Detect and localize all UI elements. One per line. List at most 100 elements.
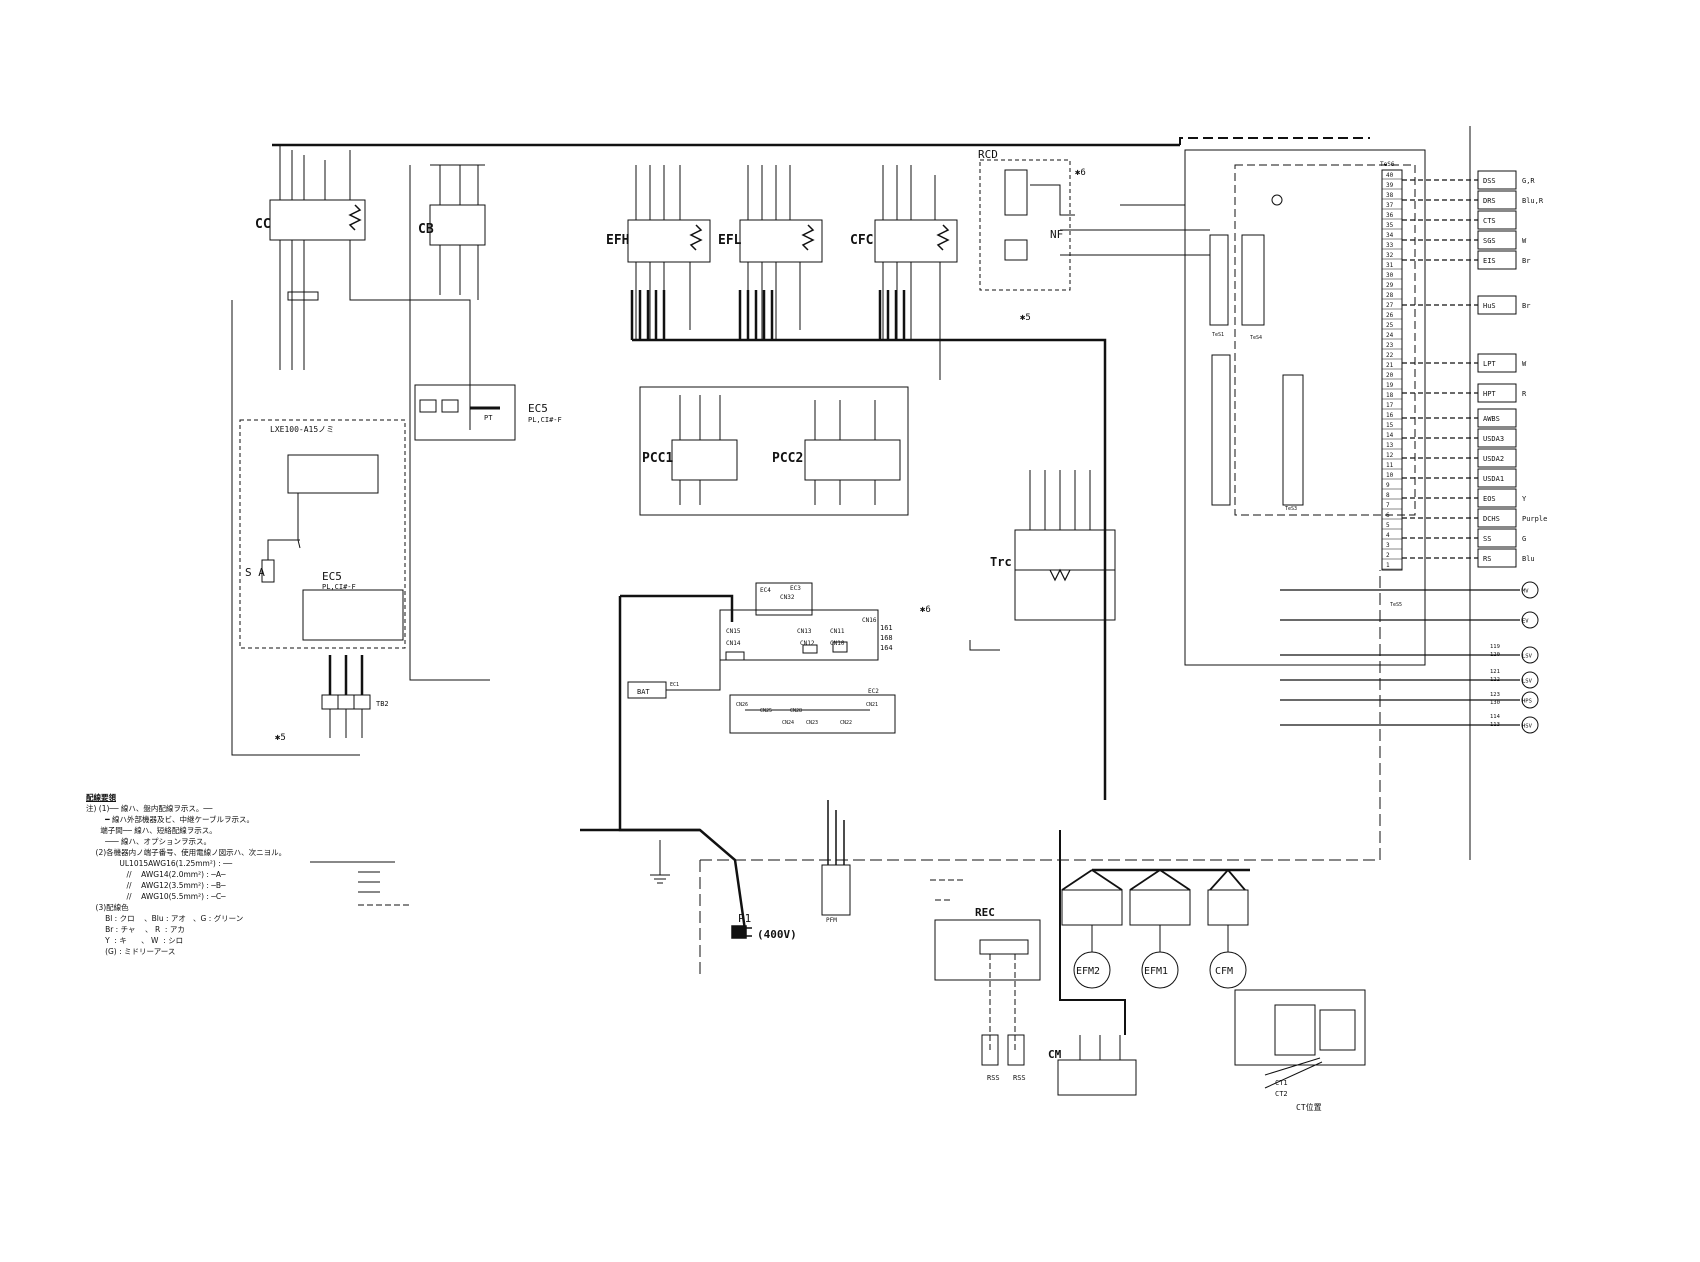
ec1-label: EC1 xyxy=(670,682,679,688)
tes6-terminal-number: 24 xyxy=(1386,332,1394,339)
sensor-box xyxy=(1477,508,1517,528)
cn21-label: CN21 xyxy=(866,702,878,708)
cn11-label: CN11 xyxy=(830,628,845,635)
valve-symbol xyxy=(1521,716,1539,734)
notes-line: // AWG10(5.5mm²) : ─C─ xyxy=(86,892,226,901)
sensor-box xyxy=(1477,488,1517,508)
tes6-terminal-number: 16 xyxy=(1386,412,1394,419)
cn32-label: CN32 xyxy=(780,594,795,601)
tes6-terminal-number: 35 xyxy=(1386,222,1394,229)
notes-line: // AWG14(2.0mm²) : ─A─ xyxy=(86,870,226,879)
tes6-terminal-number: 21 xyxy=(1386,362,1394,369)
valve-wire-number: 130 xyxy=(1490,700,1500,706)
sensor-wire-color: Br xyxy=(1522,257,1530,265)
sensor-label: EIS xyxy=(1483,257,1496,265)
rec-box xyxy=(930,879,1041,1066)
n161-label: 161 xyxy=(880,624,893,632)
tes6-terminal-number: 27 xyxy=(1386,302,1394,309)
sensor-wire-color: R xyxy=(1522,390,1527,398)
sensor-wire-color: Purple xyxy=(1522,515,1547,523)
tes6-terminal-number: 15 xyxy=(1386,422,1394,429)
p1-voltage: (400V) xyxy=(757,928,797,941)
sensor-box xyxy=(1477,383,1517,403)
efm2-label: EFM2 xyxy=(1076,966,1100,977)
notes-line: Br : チャ 、 R : アカ xyxy=(86,925,185,934)
sa-label: S A xyxy=(245,566,265,579)
tes6-terminal-number: 38 xyxy=(1386,192,1394,199)
n164-label: 164 xyxy=(880,644,893,652)
sensor-label: CTS xyxy=(1483,217,1496,225)
sensor-label: DRS xyxy=(1483,197,1496,205)
ec2-label: EC2 xyxy=(868,688,879,695)
tes6-terminal-number: 8 xyxy=(1386,492,1390,499)
dashed-frame xyxy=(699,570,1381,975)
tes6-terminal-number: 19 xyxy=(1386,382,1394,389)
tes6-terminal-number: 32 xyxy=(1386,252,1394,259)
valve-label: HPS xyxy=(1522,699,1532,705)
sensor-label: EOS xyxy=(1483,495,1496,503)
tes6-terminal-number: 10 xyxy=(1386,472,1394,479)
pcc2-label: PCC2 xyxy=(772,451,803,466)
notes-line: UL1015AWG16(1.25mm²) : ── xyxy=(86,859,233,868)
tes6-terminal-number: 12 xyxy=(1386,452,1394,459)
star6-marker-ec: ✱6 xyxy=(920,605,931,615)
sensor-box xyxy=(1477,448,1517,468)
valve-wire-number: 114 xyxy=(1490,714,1501,720)
notes-line: (G) : ミドリーアース xyxy=(86,947,176,956)
sensor-box xyxy=(1477,210,1517,230)
sensor-label: DSS xyxy=(1483,177,1496,185)
cn15-label: CN15 xyxy=(726,628,741,635)
cn10-label: CN10 xyxy=(830,640,845,647)
sensor-box xyxy=(1477,295,1517,315)
ct1-label: CT1 xyxy=(1275,1079,1288,1087)
cb-breaker xyxy=(409,164,490,681)
motor-bundles xyxy=(630,290,1107,800)
tes6-terminal-number: 36 xyxy=(1386,212,1394,219)
tes6-terminal-number: 9 xyxy=(1386,482,1390,489)
sensor-label: USDA2 xyxy=(1483,455,1504,463)
sensor-wire-color: G,R xyxy=(1522,177,1535,185)
efl-label: EFL xyxy=(718,233,742,248)
sensor-label: AWBS xyxy=(1483,415,1500,423)
cm-box xyxy=(1057,830,1137,1096)
cn24-label: CN24 xyxy=(782,720,794,726)
tes6-terminal-number: 14 xyxy=(1386,432,1394,439)
efh-contactor xyxy=(627,165,711,340)
tb2-label: TB2 xyxy=(376,700,389,708)
legend-lines xyxy=(310,861,410,906)
tes6-terminal-number: 7 xyxy=(1386,502,1390,509)
sensor-wire-color: G xyxy=(1522,535,1526,543)
sensor-box xyxy=(1477,230,1517,250)
sensor-label: SS xyxy=(1483,535,1491,543)
notes-line: (2)各機器内ノ端子番号、使用電線ノ図示ハ、次ニヨル。 xyxy=(86,848,287,857)
motors xyxy=(1061,868,1250,989)
p1-plug xyxy=(580,828,752,939)
sensor-box xyxy=(1477,548,1517,568)
valve-wire-number: 122 xyxy=(1490,677,1500,683)
star6-marker: ✱6 xyxy=(1075,168,1086,178)
nf-label: NF xyxy=(1050,228,1063,241)
tes6-terminal-number: 20 xyxy=(1386,372,1394,379)
tes6-numbers: 4039383736353433323130292827262524232221… xyxy=(1382,172,1402,570)
bat-box xyxy=(627,610,721,699)
cfc-contactor xyxy=(874,165,958,380)
cn13-label: CN13 xyxy=(797,628,812,635)
ec2-board xyxy=(729,694,896,734)
ccb-tes3: TeS3 xyxy=(1285,506,1297,512)
cfc-label: CFC xyxy=(850,233,873,248)
cm-label: CM xyxy=(1048,1048,1062,1061)
cc-contactor xyxy=(269,145,471,430)
tes6-terminal-number: 4 xyxy=(1386,532,1390,539)
sensor-box xyxy=(1477,170,1517,190)
cn26-label: CN26 xyxy=(736,702,748,708)
notes-line: ━ 線ハ外部機器及ビ、中継ケーブルヲ示ス。 xyxy=(86,815,255,824)
tes6-terminal-number: 30 xyxy=(1386,272,1394,279)
tes6-terminal-number: 6 xyxy=(1386,512,1390,519)
lxe-option-box xyxy=(239,419,406,649)
ccb-tes5: TeS5 xyxy=(1390,602,1402,608)
top-bus-lines xyxy=(272,126,1471,860)
tes6-terminal-number: 5 xyxy=(1386,522,1390,529)
cn22-label: CN22 xyxy=(840,720,852,726)
cfm-label: CFM xyxy=(1215,966,1233,977)
